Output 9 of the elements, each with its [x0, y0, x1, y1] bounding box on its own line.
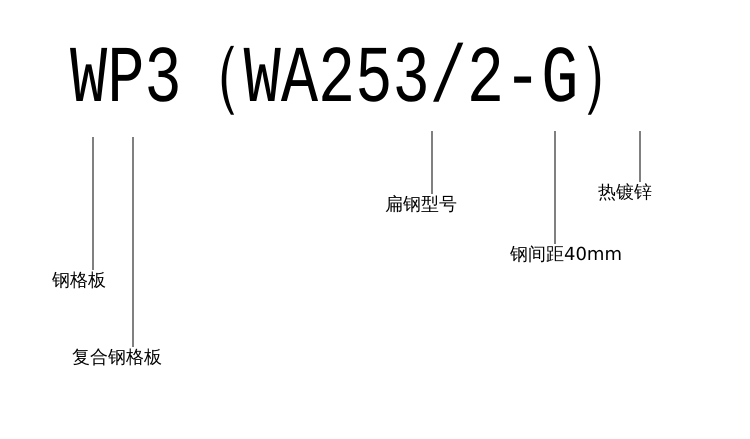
leader-line	[554, 130, 556, 244]
annotation-label: 热镀锌	[598, 182, 652, 204]
annotation-label: 复合钢格板	[72, 347, 162, 369]
model-code: WP3（WA253/2-G）	[70, 40, 640, 121]
leader-line	[92, 136, 94, 270]
annotation-label: 扁钢型号	[385, 194, 457, 216]
annotation-label: 钢格板	[52, 270, 106, 292]
annotation-label: 钢间距40mm	[510, 244, 622, 266]
leader-line	[132, 136, 134, 348]
